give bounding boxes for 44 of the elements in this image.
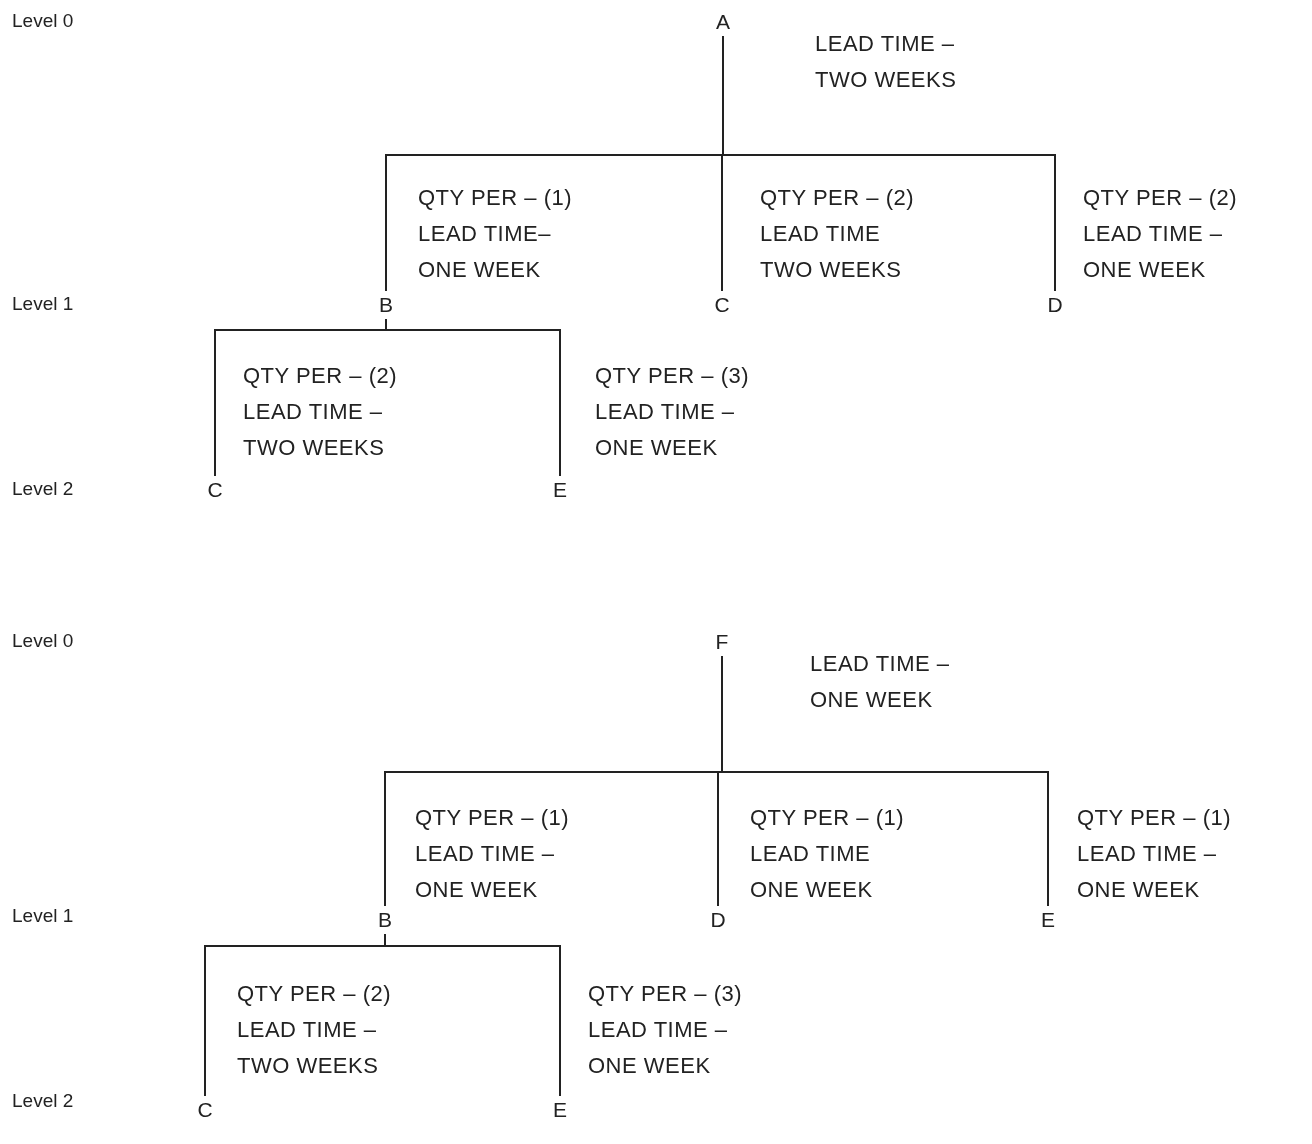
tree-connector (722, 35, 1056, 292)
item-letter: D (1047, 293, 1063, 317)
quantity-note: QTY PER – (2) (760, 184, 916, 212)
lead-time-note: LEAD TIME – ONE WEEK (1083, 220, 1224, 284)
tree-connector (384, 933, 561, 1097)
quantity-note: QTY PER – (1) (1077, 804, 1233, 832)
lead-time-note: LEAD TIME – TWO WEEKS (815, 30, 958, 94)
quantity-note: QTY PER – (1) (750, 804, 906, 832)
lead-time-note: LEAD TIME – ONE WEEK (595, 398, 736, 462)
level-label: Level 0 (12, 630, 74, 652)
item-letter: F (715, 630, 729, 654)
level-label: Level 2 (12, 478, 74, 500)
item-letter: B (378, 908, 392, 932)
quantity-note: QTY PER – (1) (415, 804, 571, 832)
lead-time-note: LEAD TIME– ONE WEEK (418, 220, 552, 284)
item-letter: C (714, 293, 730, 317)
item-letter: E (553, 1098, 567, 1122)
level-label: Level 1 (12, 293, 74, 315)
item-letter: C (197, 1098, 213, 1122)
lead-time-note: LEAD TIME – TWO WEEKS (243, 398, 386, 462)
lead-time-note: LEAD TIME – ONE WEEK (415, 840, 556, 904)
quantity-note: QTY PER – (2) (1083, 184, 1239, 212)
level-label: Level 0 (12, 10, 74, 32)
quantity-note: QTY PER – (2) (237, 980, 393, 1008)
quantity-note: QTY PER – (3) (588, 980, 744, 1008)
tree-connector (385, 318, 561, 477)
level-label: Level 2 (12, 1090, 74, 1112)
item-letter: E (1041, 908, 1055, 932)
lead-time-note: LEAD TIME – TWO WEEKS (237, 1016, 380, 1080)
item-letter: B (379, 293, 393, 317)
quantity-note: QTY PER – (2) (243, 362, 399, 390)
level-label: Level 1 (12, 905, 74, 927)
tree-connector (721, 655, 1049, 907)
quantity-note: QTY PER – (1) (418, 184, 574, 212)
lead-time-note: LEAD TIME ONE WEEK (750, 840, 874, 904)
lead-time-note: LEAD TIME – ONE WEEK (1077, 840, 1218, 904)
quantity-note: QTY PER – (3) (595, 362, 751, 390)
item-letter: E (553, 478, 567, 502)
lead-time-note: LEAD TIME – ONE WEEK (810, 650, 951, 714)
item-letter: C (207, 478, 223, 502)
item-letter: A (716, 10, 730, 34)
lead-time-note: LEAD TIME TWO WEEKS (760, 220, 903, 284)
lead-time-note: LEAD TIME – ONE WEEK (588, 1016, 729, 1080)
item-letter: D (710, 908, 726, 932)
